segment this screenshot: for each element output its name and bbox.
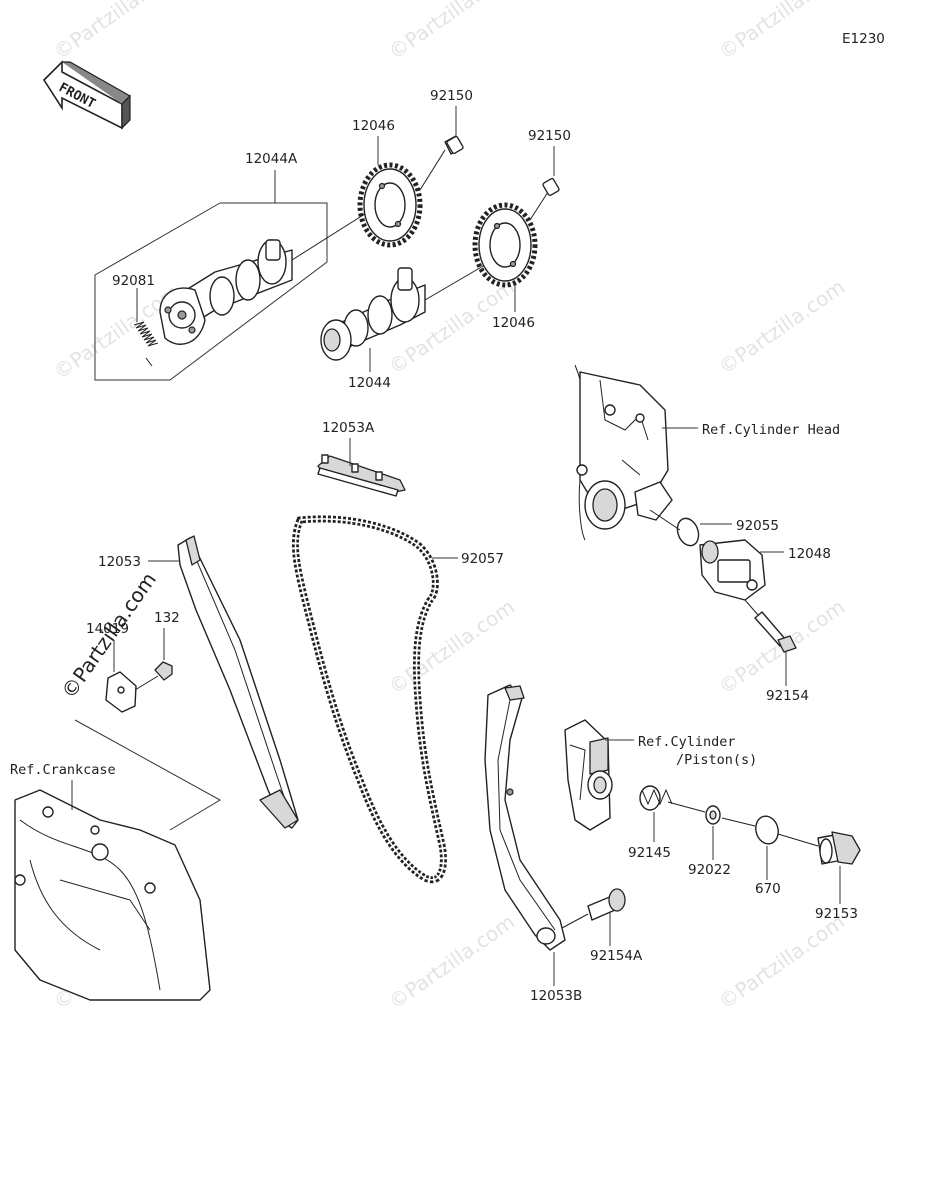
part-label-12044: 12044	[348, 375, 391, 391]
spring-92145	[639, 785, 706, 813]
part-label-12053: 12053	[98, 554, 141, 570]
part-label-92150-lower: 92150	[528, 128, 571, 144]
watermark: ©Partzilla.com	[714, 0, 849, 64]
part-label-12044A: 12044A	[245, 151, 298, 167]
part-label-132: 132	[154, 610, 180, 626]
cover-14019	[105, 671, 137, 713]
bolt-92154	[754, 611, 797, 653]
ref-cylinder-head: Ref.Cylinder Head	[702, 422, 840, 438]
camshaft-sprocket-lower	[472, 191, 549, 288]
ref-cylinder-line1: Ref.Cylinder	[638, 734, 736, 750]
o-ring-670	[755, 815, 819, 847]
ref-crankcase: Ref.Crankcase	[10, 762, 116, 778]
watermark: ©Partzilla.com	[384, 910, 519, 1015]
part-label-670: 670	[755, 881, 781, 897]
part-label-12053A: 12053A	[322, 420, 375, 436]
washer-92022	[705, 805, 756, 827]
part-label-12046-lower: 12046	[492, 315, 535, 331]
camshaft-intake	[320, 261, 491, 361]
diagram-code: E1230	[842, 31, 885, 47]
camshaft-exhaust	[159, 211, 369, 345]
chain-guide	[177, 535, 299, 829]
part-label-92150-upper: 92150	[430, 88, 473, 104]
part-label-92057: 92057	[461, 551, 504, 567]
chain-guide-upper	[317, 454, 406, 497]
front-arrow-icon: FRONT	[42, 60, 131, 130]
part-label-14019: 14019	[86, 621, 129, 637]
part-label-92081: 92081	[112, 273, 155, 289]
cylinder-head-ref-drawing	[574, 364, 673, 541]
watermark: ©Partzilla.com	[49, 0, 184, 64]
spring-92081	[133, 288, 159, 367]
timing-chain	[291, 515, 447, 884]
part-label-12048: 12048	[788, 546, 831, 562]
watermark: ©Partzilla.com	[714, 275, 849, 380]
cylinder-ref-drawing	[564, 719, 613, 831]
part-label-12053B: 12053B	[530, 988, 582, 1004]
camshaft-sprocket-upper	[357, 149, 446, 248]
watermark: ©Partzilla.com	[384, 0, 519, 64]
bolt-92150-upper	[444, 135, 464, 155]
bolt-92150-lower	[542, 177, 560, 197]
chain-guide-lower	[484, 684, 566, 951]
part-label-92154A: 92154A	[590, 948, 643, 964]
watermark: ©Partzilla.com	[384, 595, 519, 700]
chain-tensioner	[699, 539, 766, 616]
part-label-12046-upper: 12046	[352, 118, 395, 134]
crankcase-ref-drawing	[14, 719, 222, 1001]
plug-bolt-92153	[817, 831, 861, 865]
part-label-92022: 92022	[688, 862, 731, 878]
o-ring-92055	[649, 509, 700, 547]
bolt-132	[134, 661, 173, 691]
part-label-92154: 92154	[766, 688, 809, 704]
camshaft-assy-bracket	[94, 170, 328, 381]
part-label-92153: 92153	[815, 906, 858, 922]
part-label-92055: 92055	[736, 518, 779, 534]
ref-cylinder-line2: /Piston(s)	[676, 752, 757, 768]
bolt-92154A	[561, 888, 626, 929]
watermark: ©Partzilla.com	[714, 910, 849, 1015]
part-label-92145: 92145	[628, 845, 671, 861]
